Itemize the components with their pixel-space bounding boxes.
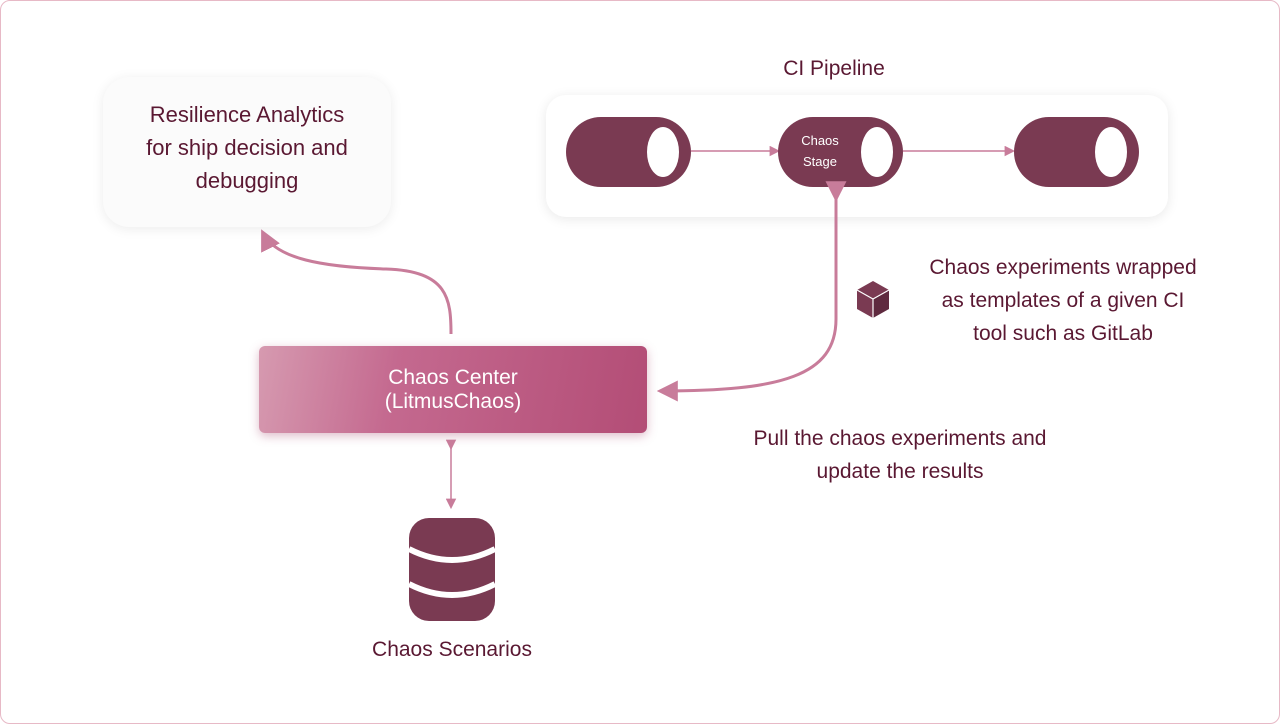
ci-note-line-3: tool such as GitLab: [973, 322, 1153, 345]
ci-pipeline-box: [546, 95, 1168, 217]
chaos-center-subtitle: (LitmusChaos): [384, 389, 522, 413]
database-icon: [407, 518, 497, 621]
pipeline-connector-arrow: [656, 181, 847, 402]
ci-note-line-1: Chaos experiments wrapped: [929, 256, 1197, 279]
pull-note-line-2: update the results: [816, 460, 984, 483]
analytics-line-3: debugging: [195, 167, 299, 193]
resilience-analytics-text: Resilience Analytics for ship decision a…: [122, 98, 372, 197]
chaos-scenarios-label: Chaos Scenarios: [372, 638, 532, 661]
analytics-line-1: Resilience Analytics: [149, 101, 345, 127]
pull-experiments-note: Pull the chaos experiments and update th…: [713, 422, 1087, 488]
analytics-connector-arrow: [261, 229, 453, 335]
chaos-center-box: Chaos Center (LitmusChaos): [259, 346, 647, 433]
analytics-line-2: for ship decision and: [146, 134, 348, 160]
package-cube-icon: [856, 281, 890, 318]
ci-pipeline-title: CI Pipeline: [783, 57, 885, 80]
pull-note-line-1: Pull the chaos experiments and: [753, 427, 1047, 450]
ci-note-line-2: as templates of a given CI: [941, 289, 1185, 312]
resilience-analytics-box: Resilience Analytics for ship decision a…: [103, 77, 391, 227]
ci-templates-note: Chaos experiments wrapped as templates o…: [893, 251, 1233, 350]
chaos-center-title: Chaos Center: [388, 365, 518, 389]
